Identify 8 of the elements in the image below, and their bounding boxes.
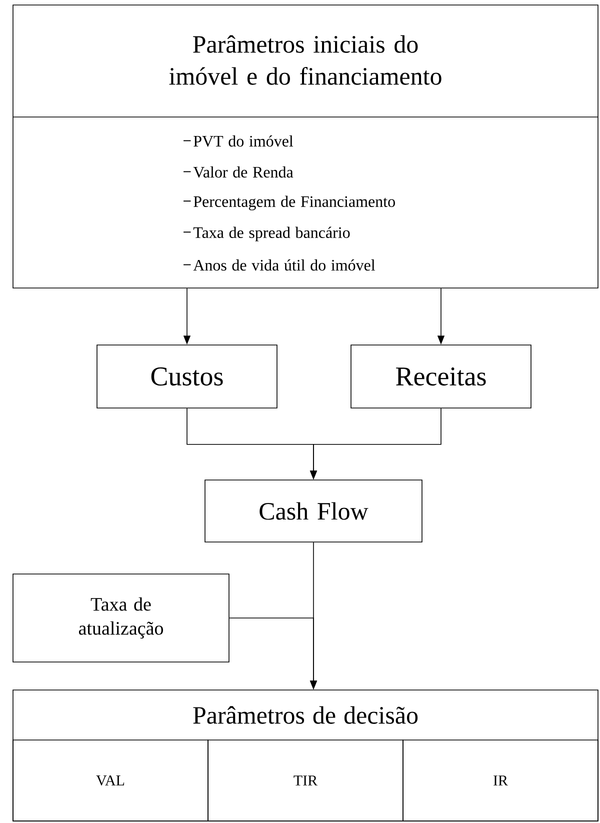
input-box: Taxa de atualização (12, 574, 230, 662)
process-box: Custos (96, 344, 278, 408)
table-cell: IR (402, 740, 598, 822)
table-cell: VAL (12, 740, 208, 822)
process-box: Receitas (350, 344, 532, 408)
table-cell: TIR (208, 740, 404, 822)
parameter-box: Parâmetros iniciais do imóvel e do financiamento PVT do imóvel Valor de Renda Percentagem de Financiamento Taxa de spread bancário Anos de vida útil do imóvel (12, 4, 598, 288)
process-box: Cash Flow (204, 480, 422, 542)
